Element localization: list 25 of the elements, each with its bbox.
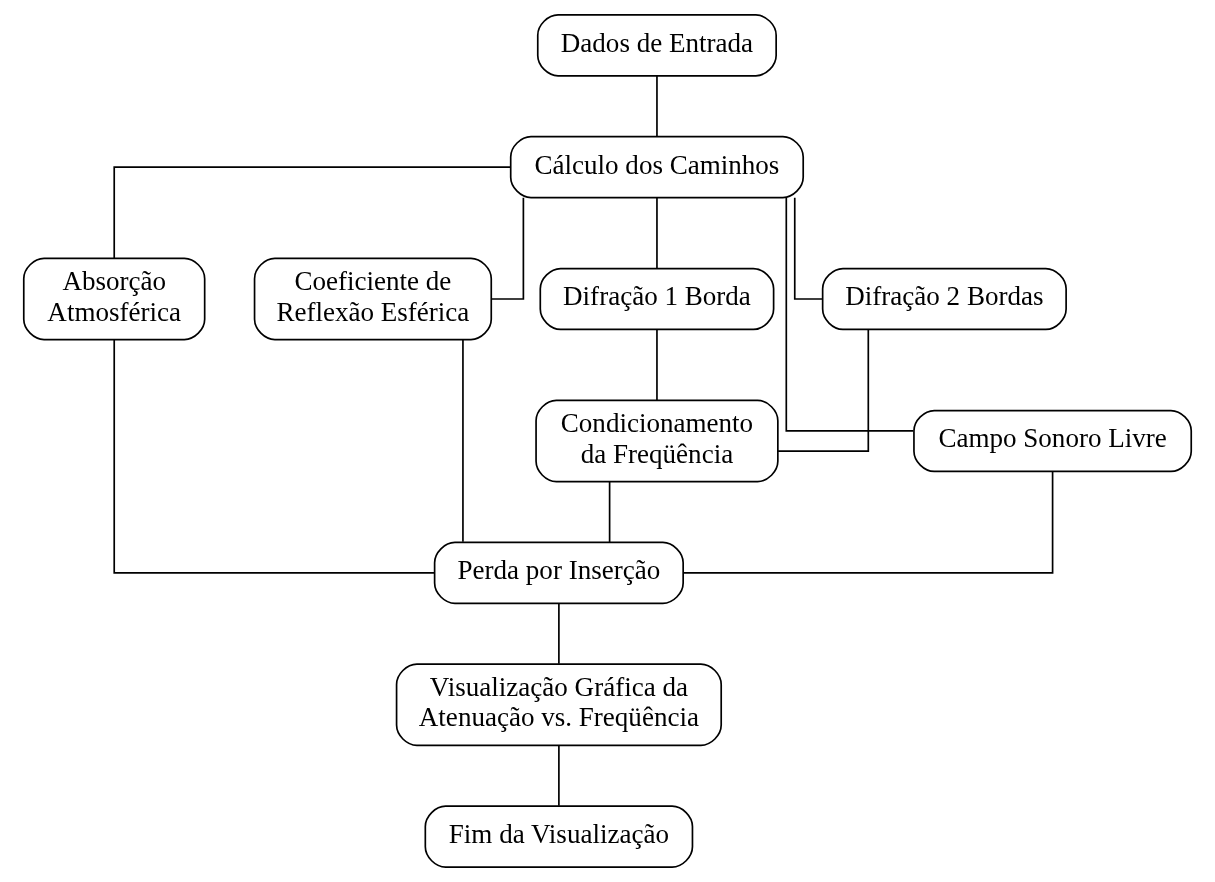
node-box: Visualização Gráfica da Atenuação vs. Freqüência [395, 663, 723, 747]
connector [656, 75, 658, 137]
node-box: Cálculo dos Caminhos [509, 135, 805, 199]
connector [656, 196, 658, 269]
connector [558, 602, 560, 665]
node-box: Campo Sonoro Livre [913, 409, 1193, 473]
node-box: Coeficiente de Reflexão Esférica [253, 257, 493, 341]
connector [682, 470, 1054, 574]
connector [656, 328, 658, 401]
node-box: Difração 2 Bordas [821, 267, 1067, 331]
connector [793, 196, 824, 300]
connector [113, 166, 511, 259]
connector [777, 328, 870, 452]
connector [113, 339, 436, 574]
node-box: Condicionamento da Freqüência [535, 399, 779, 483]
connector [558, 744, 560, 807]
node-box: Dados de Entrada [536, 14, 777, 77]
connector [608, 481, 611, 543]
node-box: Perda por Inserção [433, 541, 684, 605]
node-box: Fim da Visualização [424, 805, 694, 868]
connector [490, 196, 525, 300]
node-box: Difração 1 Borda [539, 267, 775, 331]
node-box: Absorção Atmosférica [22, 257, 206, 341]
connector [785, 197, 915, 432]
connector [462, 339, 464, 543]
